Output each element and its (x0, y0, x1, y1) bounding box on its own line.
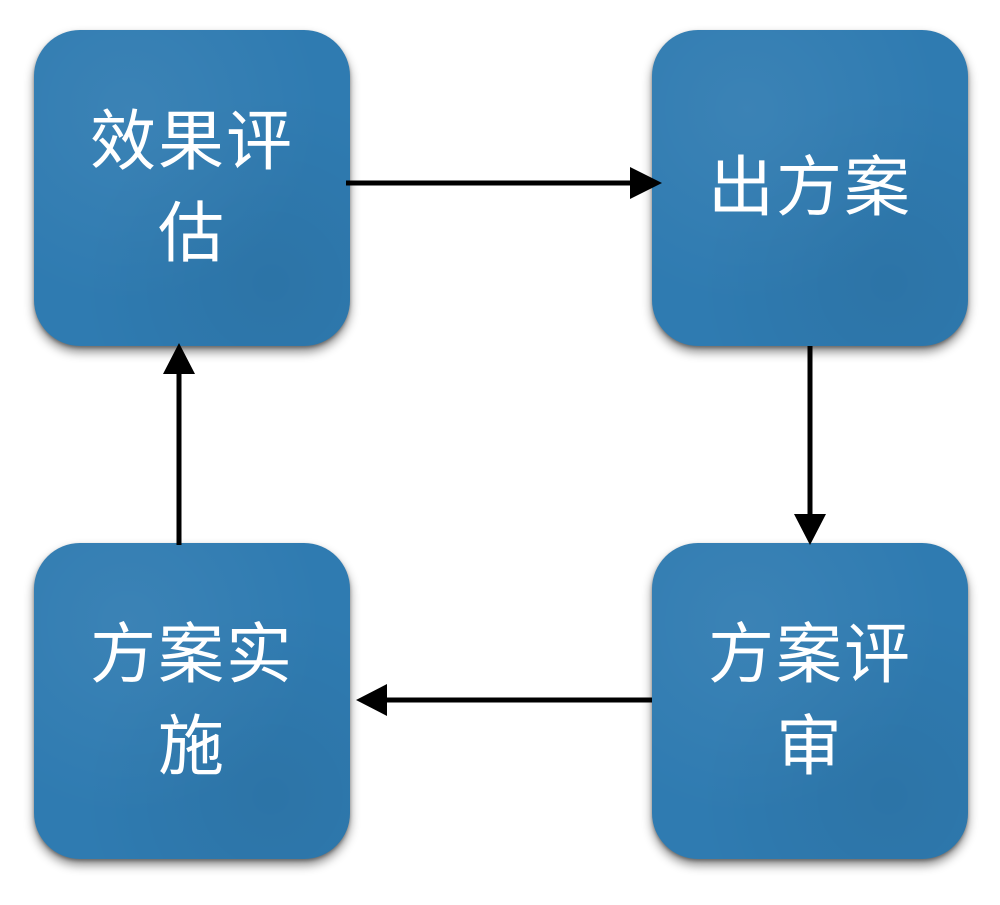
node-plan-review: 方案评审 (652, 543, 968, 859)
node-label: 出方案 (708, 149, 912, 226)
node-effect-evaluation: 效果评估 (34, 30, 350, 346)
arrow-eval-to-plan (346, 167, 662, 199)
arrow-plan-to-review (794, 346, 826, 545)
arrow-review-to-implementation (356, 684, 652, 716)
node-plan-implementation: 方案实施 (34, 543, 350, 859)
arrow-implementation-to-eval (163, 343, 195, 545)
node-label: 方案实施 (90, 616, 294, 785)
node-label: 效果评估 (90, 103, 294, 272)
node-label: 方案评审 (708, 616, 912, 785)
node-propose-plan: 出方案 (652, 30, 968, 346)
